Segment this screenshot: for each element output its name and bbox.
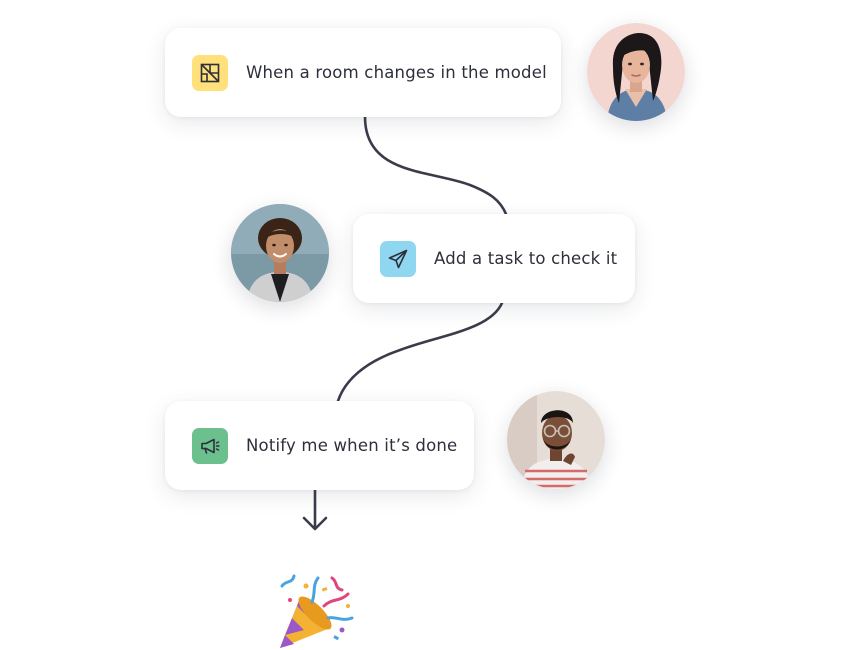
connector-step2-step3 [336,301,504,403]
step-icon-box [192,54,228,91]
workflow-step-trigger[interactable]: When a room changes in the model [165,28,561,117]
step-label: When a room changes in the model [246,63,547,82]
avatar-user-2 [231,204,329,302]
room-plan-icon [200,63,220,82]
step-label: Notify me when it’s done [246,436,458,455]
avatar-user-1 [587,23,685,121]
party-popper-icon [280,574,354,648]
step-icon-box [192,427,228,464]
step-label: Add a task to check it [434,249,618,268]
completion-celebration [272,572,356,650]
arrow-down-icon [302,516,328,531]
megaphone-icon [201,438,220,454]
workflow-step-notify[interactable]: Notify me when it’s done [165,401,474,490]
send-icon [388,249,408,268]
workflow-step-action[interactable]: Add a task to check it [353,214,635,303]
avatar-user-3 [507,391,605,489]
connector-step1-step2 [363,115,508,216]
step-icon-box [380,240,416,277]
